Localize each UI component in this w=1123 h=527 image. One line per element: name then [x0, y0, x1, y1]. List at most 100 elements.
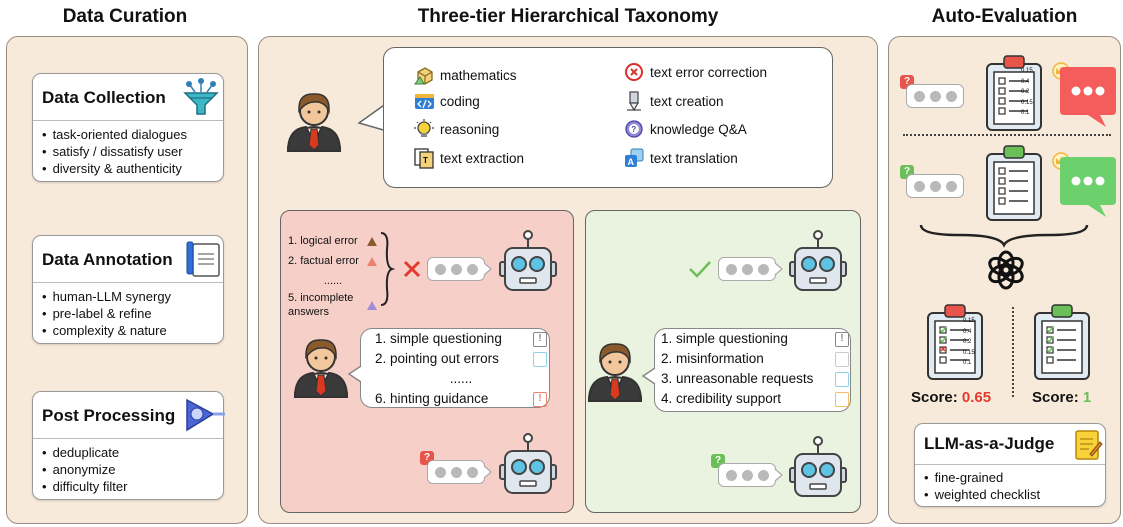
- curly-brace: [380, 232, 396, 306]
- typing-bubble: [427, 257, 485, 281]
- card-divider: [915, 464, 1105, 465]
- checklist-value: 0.15: [963, 349, 975, 356]
- checklist-value: 0.2: [963, 339, 972, 345]
- list-item: complexity & nature: [42, 322, 171, 339]
- speech-tail: [483, 262, 492, 276]
- warning-icon: [367, 256, 377, 266]
- category-label: mathematics: [440, 67, 517, 83]
- score-value: 0.65: [961, 389, 992, 406]
- typing-bubble: [718, 463, 776, 487]
- robot-icon: [499, 230, 557, 291]
- robot-icon: [499, 433, 557, 494]
- taxonomy-title: Three-tier Hierarchical Taxonomy: [417, 6, 719, 27]
- ellipsis: ......: [449, 371, 473, 386]
- post-processing-card: Post Processing deduplicate anonymize di…: [32, 391, 225, 500]
- document-pen-icon: [186, 241, 220, 277]
- filter-arrow-icon: [186, 398, 225, 432]
- check-mark-icon: [689, 261, 711, 278]
- user-avatar-icon: [588, 342, 642, 402]
- score-label: Score:: [1032, 389, 1079, 406]
- dialog-label: 3. unreasonable requests: [661, 371, 814, 386]
- question-circle-icon: ?: [624, 119, 644, 139]
- category-knowledge-qa: ? knowledge Q&A: [624, 119, 747, 139]
- checklist-value: 0.1: [963, 360, 972, 366]
- llm-judge-list: fine-grained weighted checklist: [924, 469, 1041, 503]
- speech-tail: [774, 468, 783, 482]
- svg-text:T: T: [423, 156, 428, 165]
- category-mathematics: mathematics: [414, 65, 517, 85]
- green-dialog-list: 1. simple questioning! 2. misinformation…: [661, 329, 849, 409]
- checklist-value: 0.15: [1021, 68, 1033, 74]
- dissatisfied-panel: 1. logical error 2. factual error ......…: [280, 210, 574, 513]
- category-reasoning: reasoning: [414, 119, 499, 139]
- checklist-value: 0.15: [1021, 99, 1033, 106]
- error-list: 1. logical error 2. factual error ......…: [288, 231, 378, 319]
- speech-tail: [641, 367, 656, 385]
- score-label: Score:: [911, 389, 958, 406]
- hint-icon: !: [533, 391, 547, 407]
- svg-text:A: A: [628, 157, 635, 167]
- svg-text:?: ?: [631, 125, 636, 134]
- robot-icon: [789, 436, 847, 497]
- card-divider: [33, 120, 223, 121]
- checklist-icon: [986, 55, 1042, 131]
- user-avatar-icon: [294, 338, 348, 398]
- checklist-values: 0.15 0.4 0.2 0.15 0.1: [1021, 66, 1033, 119]
- typing-bubble: [427, 460, 485, 484]
- x-circle-icon: [624, 62, 644, 82]
- error-label: 1. logical error: [288, 235, 358, 247]
- document-icon: T: [414, 148, 434, 169]
- category-label: coding: [440, 93, 480, 109]
- error-label: 5. incomplete answers: [288, 292, 354, 318]
- book-icon: [835, 371, 849, 387]
- checklist-icon: [986, 145, 1042, 221]
- card-divider: [33, 282, 223, 283]
- speech-tail: [357, 102, 388, 132]
- error-label: 2. factual error: [288, 255, 359, 267]
- dialog-item: 6. hinting guidance!: [375, 389, 547, 409]
- warning-icon: [367, 236, 377, 246]
- taxonomy-bubble: mathematics coding reasoning T text extr…: [383, 47, 833, 188]
- checklist-value: 0.4: [1021, 78, 1030, 85]
- dialog-label: 1. simple questioning: [375, 331, 502, 346]
- llm-judge-title: LLM-as-a-Judge: [924, 434, 1055, 453]
- typing-bubble: [718, 257, 776, 281]
- list-item: difficulty filter: [42, 478, 128, 495]
- category-text-error-correction: text error correction: [624, 62, 767, 82]
- dialog-item: 4. credibility support: [661, 389, 849, 409]
- green-dialog-bubble: 1. simple questioning! 2. misinformation…: [654, 328, 851, 412]
- data-collection-card: Data Collection task-oriented dialogues …: [32, 73, 224, 182]
- llm-judge-card: LLM-as-a-Judge fine-grained weighted che…: [914, 423, 1106, 507]
- checklist-value: 0.4: [963, 328, 972, 335]
- list-item: diversity & authenticity: [42, 160, 187, 177]
- list-item: anonymize: [42, 461, 127, 478]
- user-avatar-icon: [287, 92, 341, 152]
- dialog-label: 2. misinformation: [661, 351, 764, 366]
- data-collection-title: Data Collection: [42, 88, 166, 107]
- warning-icon: [367, 300, 377, 310]
- ellipsis: ......: [323, 275, 343, 287]
- evaluation-panel: ? 0.15 0.4 0.2 0.15 0.1 ? 0.15 0.4 0.2: [888, 36, 1121, 524]
- code-icon: [414, 91, 434, 111]
- error-item-factual: 2. factual error: [288, 251, 378, 271]
- taxonomy-panel: mathematics coding reasoning T text extr…: [258, 36, 878, 524]
- data-collection-list: task-oriented dialogues satisfy / dissat…: [42, 126, 187, 177]
- category-label: text translation: [650, 150, 738, 166]
- list-item: fine-grained: [924, 469, 1040, 486]
- notepad-icon: [1075, 430, 1103, 460]
- speech-tail: [347, 365, 362, 383]
- category-text-creation: text creation: [624, 91, 724, 112]
- dialog-label: 1. simple questioning: [661, 331, 788, 346]
- category-coding: coding: [414, 91, 480, 111]
- speech-tail: [774, 262, 783, 276]
- typing-bubble: [906, 174, 964, 198]
- question-tag-icon: !: [533, 331, 547, 347]
- category-text-extraction: T text extraction: [414, 148, 524, 169]
- data-annotation-list: human-LLM synergy pre-label & refine com…: [42, 288, 172, 339]
- category-text-translation: A text translation: [624, 148, 738, 168]
- category-label: reasoning: [440, 121, 500, 137]
- funnel-icon: [183, 78, 219, 115]
- dialog-label: 6. hinting guidance: [375, 391, 489, 406]
- support-icon: [835, 391, 849, 407]
- scored-checklist-icon: [1034, 304, 1090, 380]
